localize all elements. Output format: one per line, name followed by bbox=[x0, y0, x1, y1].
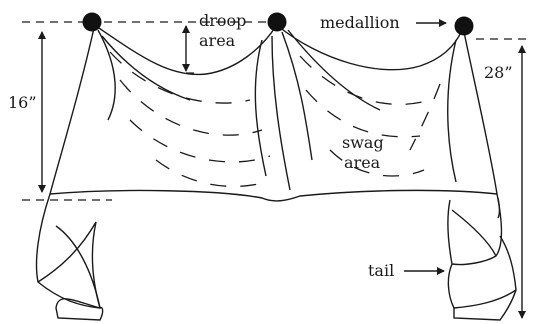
left-tail bbox=[35, 193, 104, 321]
tail-label: tail bbox=[368, 261, 394, 280]
left-swag-side bbox=[49, 27, 95, 195]
right-tail bbox=[447, 193, 517, 321]
droop-area-label: area bbox=[199, 31, 236, 50]
right-droop-edge bbox=[277, 25, 463, 71]
left-medallion bbox=[82, 12, 102, 32]
right-swag-side bbox=[463, 31, 498, 195]
left-droop-edge bbox=[95, 25, 277, 76]
swag-label: swag bbox=[342, 133, 384, 152]
right-medallion bbox=[454, 16, 474, 36]
droop-label: droop bbox=[199, 11, 246, 30]
medallion-label: medallion bbox=[320, 13, 400, 32]
left-swag-folds bbox=[97, 29, 291, 191]
right-swag-folds bbox=[281, 29, 457, 183]
swag-bottom-edge bbox=[49, 189, 498, 202]
center-medallion bbox=[267, 12, 287, 32]
dimension-16-label: 16” bbox=[8, 93, 37, 112]
swag-area-label: area bbox=[344, 153, 381, 172]
dimension-28-label: 28” bbox=[484, 63, 513, 82]
